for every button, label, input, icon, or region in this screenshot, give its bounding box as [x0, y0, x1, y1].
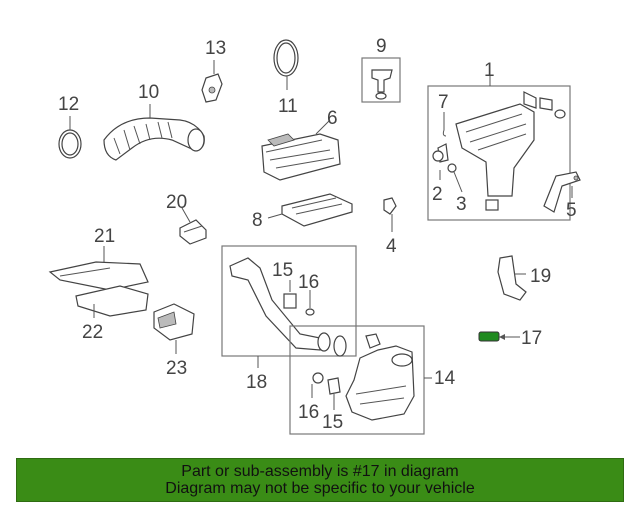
part-8-air-filter — [267, 193, 353, 227]
part-21-resonator — [48, 246, 149, 291]
callout-13: 13 — [205, 38, 226, 59]
part-1-air-cleaner-assembly — [427, 76, 571, 221]
part-9-valve — [361, 57, 401, 103]
callout-16a: 16 — [298, 272, 319, 293]
callout-22: 22 — [82, 322, 103, 343]
callout-2: 2 — [432, 184, 443, 205]
callout-8: 8 — [252, 210, 263, 231]
part-18-intake-duct-box — [221, 245, 357, 368]
footer-line-2: Diagram may not be specific to your vehi… — [165, 480, 475, 497]
callout-16b: 16 — [298, 402, 319, 423]
part-19-bracket — [497, 255, 527, 301]
callout-1: 1 — [484, 60, 495, 81]
part-14-air-cleaner-case-box — [289, 325, 432, 435]
callout-17: 17 — [521, 328, 542, 349]
part-17-highlighted — [478, 331, 520, 342]
part-6-cleaner-cover — [261, 119, 341, 181]
part-23-bracket — [153, 303, 195, 354]
part-11-hose-clamp — [273, 39, 299, 90]
part-4-grommet — [383, 197, 397, 232]
callout-23: 23 — [166, 358, 187, 379]
callout-10: 10 — [138, 82, 159, 103]
part-22-resonator-lower — [75, 285, 149, 318]
callout-18: 18 — [246, 372, 267, 393]
footer-line-1: Part or sub-assembly is #17 in diagram — [181, 463, 459, 480]
callout-4: 4 — [386, 236, 397, 257]
part-12-hose-clamp — [58, 116, 82, 159]
callout-20: 20 — [166, 192, 187, 213]
parts-diagram: 13 11 9 12 10 6 1 7 2 3 5 20 8 4 21 15 1… — [48, 36, 581, 435]
callout-7: 7 — [438, 92, 449, 113]
part-5-bracket — [543, 171, 581, 213]
part-20-seal — [179, 207, 207, 245]
callout-6: 6 — [327, 108, 338, 129]
callout-12: 12 — [58, 94, 79, 115]
callout-21: 21 — [94, 226, 115, 247]
callout-labels: 13 11 9 12 10 6 1 7 2 3 5 20 8 4 21 15 1… — [58, 36, 577, 433]
callout-11: 11 — [278, 96, 298, 117]
callout-9: 9 — [376, 36, 387, 57]
callout-19: 19 — [530, 266, 551, 287]
footer-notice-band: Part or sub-assembly is #17 in diagram D… — [16, 458, 624, 502]
part-10-intake-tube — [103, 104, 205, 161]
callout-3: 3 — [456, 194, 467, 215]
callout-14: 14 — [434, 368, 456, 389]
callout-15b: 15 — [322, 412, 343, 433]
part-13-sensor — [201, 60, 223, 103]
callout-15a: 15 — [272, 260, 293, 281]
callout-5: 5 — [566, 200, 577, 221]
